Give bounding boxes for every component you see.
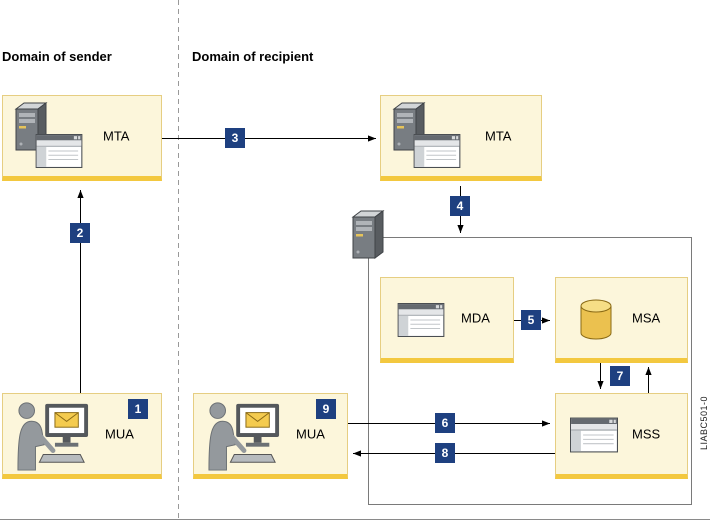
sender-mua-label: MUA (105, 426, 134, 442)
step-9-badge: 9 (316, 399, 336, 419)
sender-mta-label: MTA (103, 128, 130, 144)
msa-label: MSA (632, 310, 661, 326)
step-3-badge: 3 (225, 128, 245, 148)
application-window-icon (35, 134, 83, 168)
recipient-mua-label: MUA (296, 426, 325, 442)
application-window-icon (413, 134, 461, 168)
application-window-icon (397, 303, 445, 337)
user-at-computer-icon (208, 402, 280, 471)
database-cylinder-icon (580, 299, 612, 340)
msa-box: MSA (555, 277, 688, 363)
step-5-badge: 5 (521, 310, 541, 330)
server-icon (14, 102, 48, 151)
recipient-mta-box: MTA (380, 95, 542, 181)
step-1-badge: 1 (128, 399, 148, 419)
mda-box: MDA (380, 277, 514, 363)
recipient-mta-label: MTA (485, 128, 512, 144)
mail-store-server-icon (351, 210, 385, 259)
sender-domain-label: Domain of sender (2, 49, 112, 64)
step-2-badge: 2 (70, 223, 90, 243)
recipient-domain-label: Domain of recipient (192, 49, 314, 64)
sender-mta-box: MTA (2, 95, 162, 181)
step-6-badge: 6 (435, 413, 455, 433)
step-8-badge: 8 (435, 443, 455, 463)
mss-label: MSS (632, 426, 661, 442)
step-7-badge: 7 (610, 366, 630, 386)
step-4-badge: 4 (450, 196, 470, 216)
application-window-icon (570, 417, 618, 453)
server-icon (392, 102, 426, 151)
mss-box: MSS (555, 393, 688, 479)
user-at-computer-icon (17, 402, 89, 471)
figure-id-watermark: LIABC501-0 (699, 396, 709, 451)
mda-label: MDA (461, 310, 490, 326)
